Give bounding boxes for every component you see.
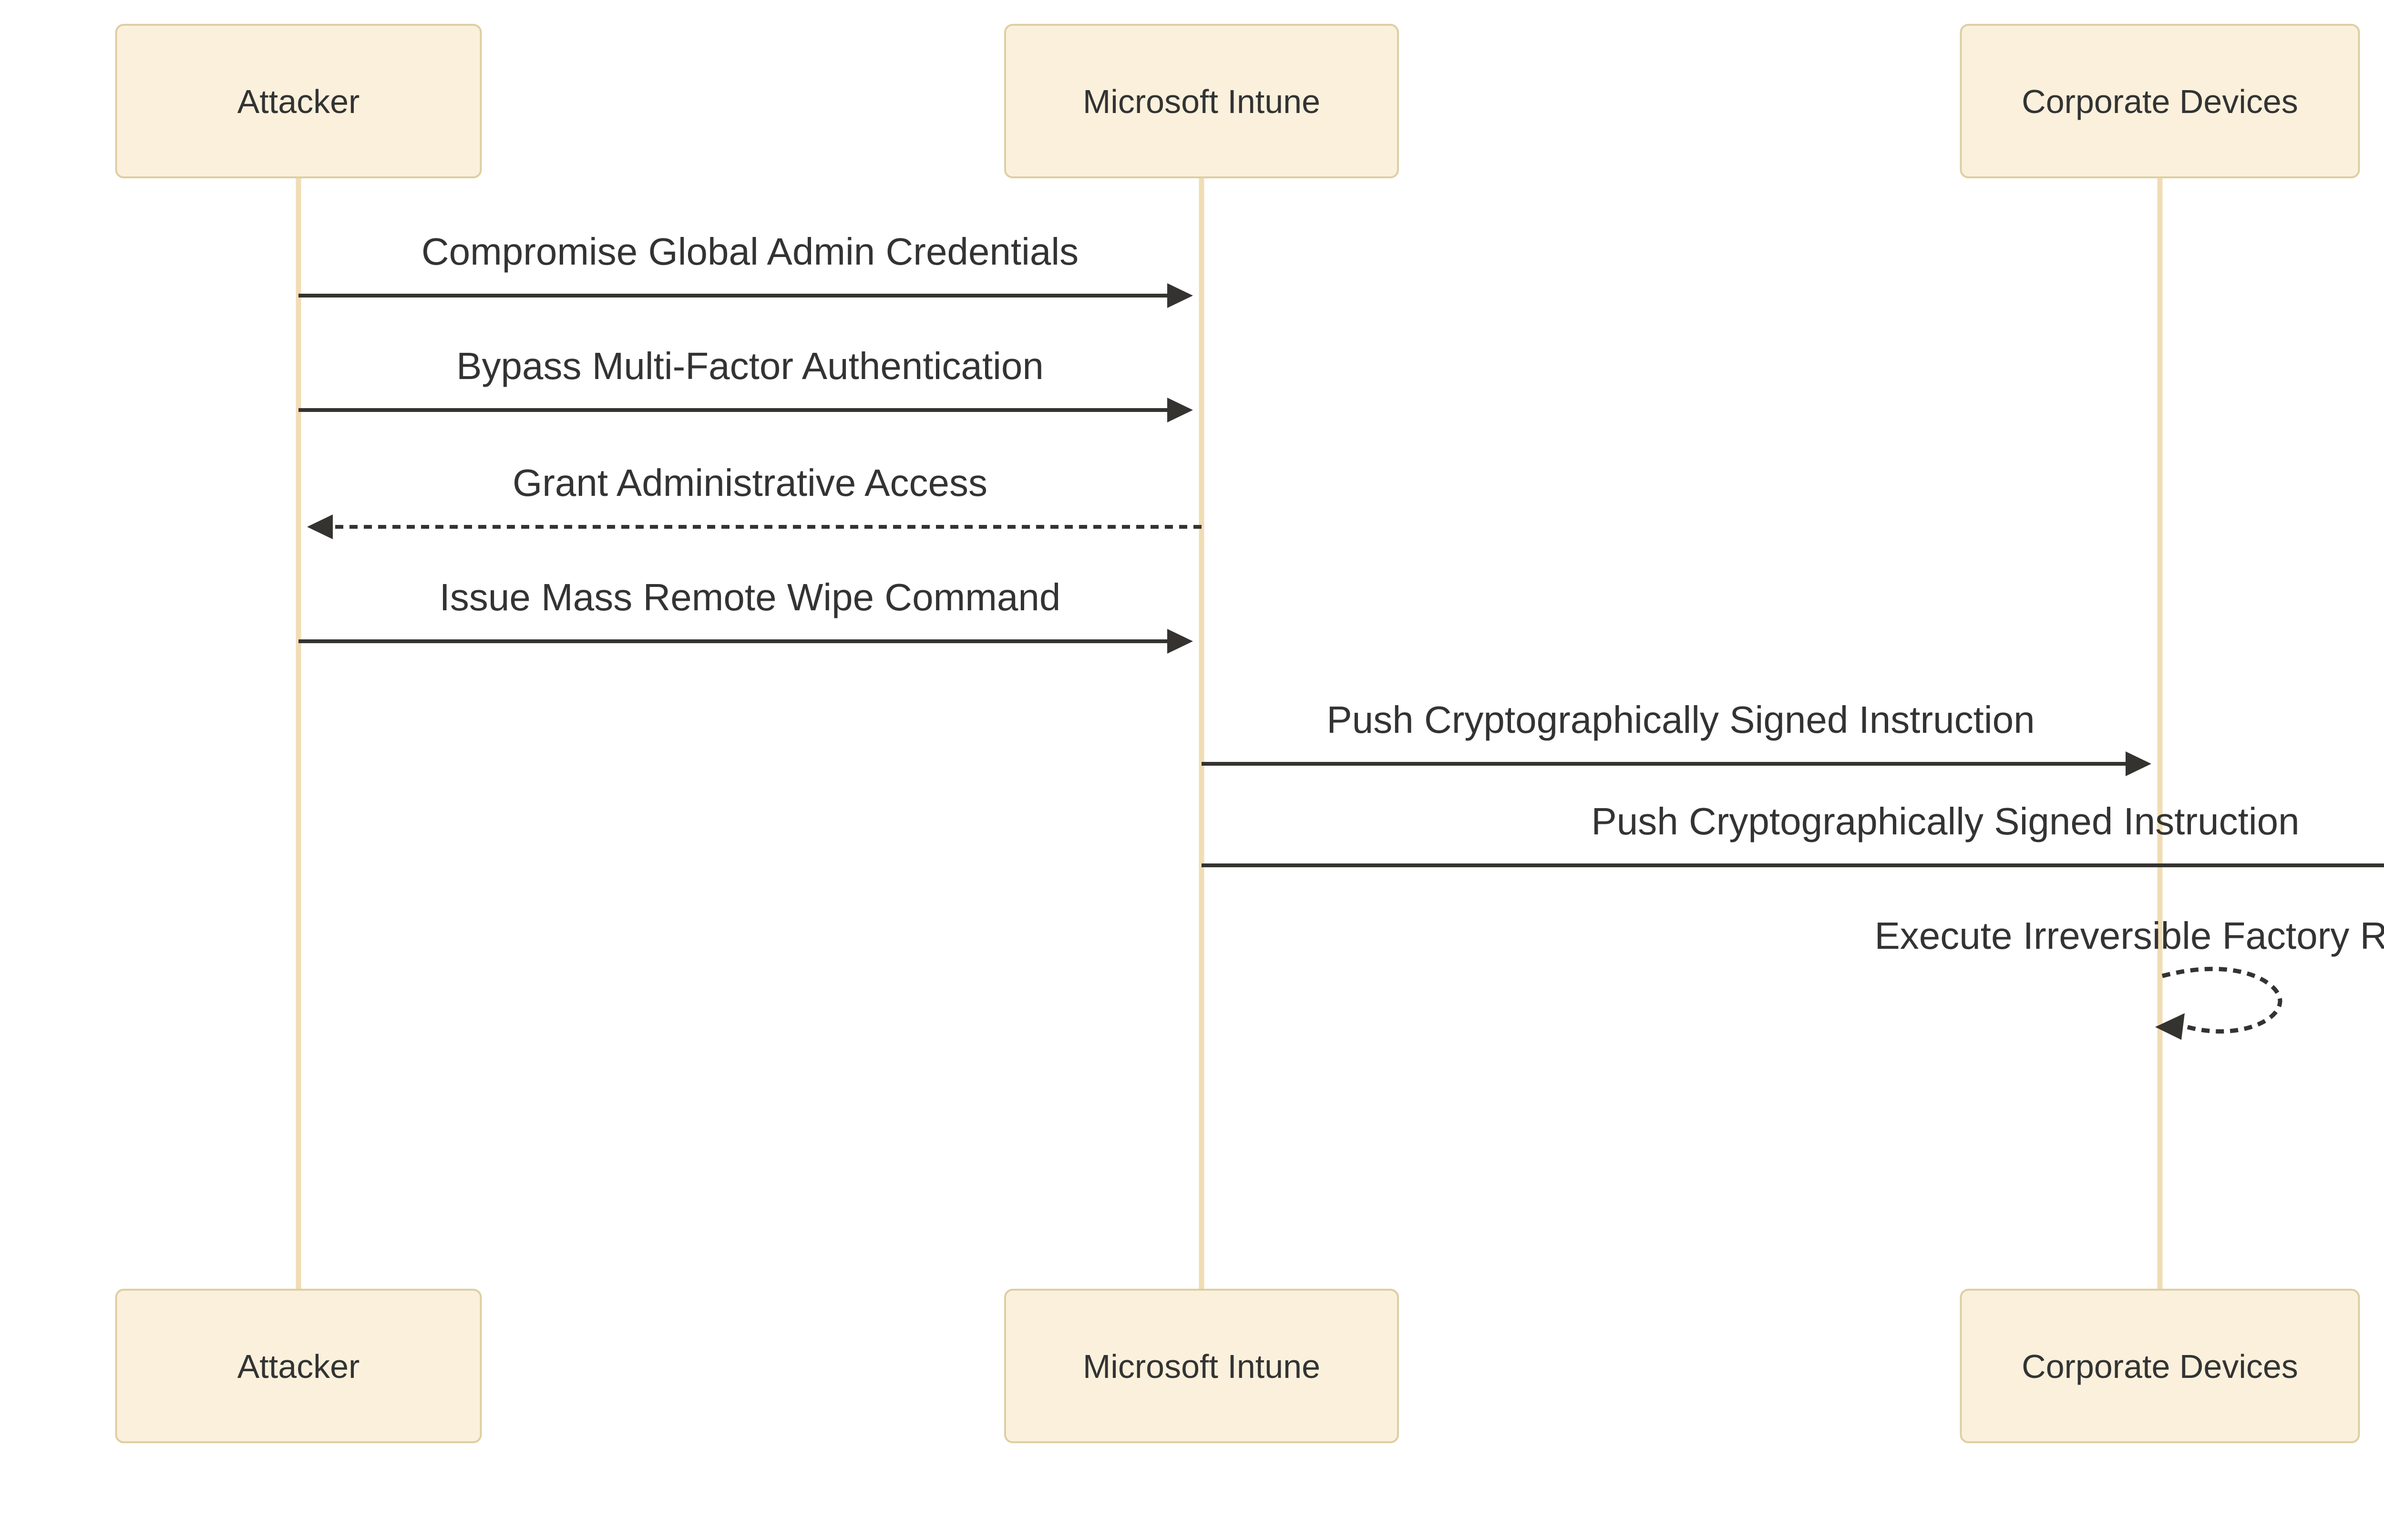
message-label: Issue Mass Remote Wipe Command — [440, 576, 1061, 618]
actor-bottom-box-corporate — [1960, 1289, 2360, 1443]
actor-bottom-box-intune — [1004, 1289, 1399, 1443]
arrowhead-icon — [1167, 629, 1193, 654]
arrowhead-icon — [2155, 1013, 2185, 1040]
self-message-loop — [2161, 966, 2282, 1034]
actor-label-attacker-bottom: Attacker — [237, 1348, 360, 1385]
actor-bottom-box-attacker — [115, 1289, 482, 1443]
message-label: Bypass Multi-Factor Authentication — [456, 345, 1044, 387]
message-label: Push Cryptographically Signed Instructio… — [1591, 800, 2299, 842]
arrowhead-icon — [1167, 398, 1193, 422]
message-label: Push Cryptographically Signed Instructio… — [1326, 698, 2035, 741]
actor-label-intune-top: Microsoft Intune — [1083, 83, 1320, 120]
arrowhead-icon — [307, 514, 333, 539]
actor-label-intune-bottom: Microsoft Intune — [1083, 1348, 1320, 1385]
message-label: Compromise Global Admin Credentials — [421, 230, 1079, 273]
actor-top-box-intune — [1004, 24, 1399, 178]
actor-label-corporate-top: Corporate Devices — [2022, 83, 2298, 120]
actor-top-box-attacker — [115, 24, 482, 178]
actor-label-corporate-bottom: Corporate Devices — [2022, 1348, 2298, 1385]
actor-top-box-corporate — [1960, 24, 2360, 178]
arrowhead-icon — [1167, 283, 1193, 308]
actor-label-attacker-top: Attacker — [237, 83, 360, 120]
arrowhead-icon — [2126, 751, 2151, 776]
message-label: Execute Irreversible Factory Reset — [1874, 914, 2384, 957]
message-label: Grant Administrative Access — [513, 462, 987, 504]
